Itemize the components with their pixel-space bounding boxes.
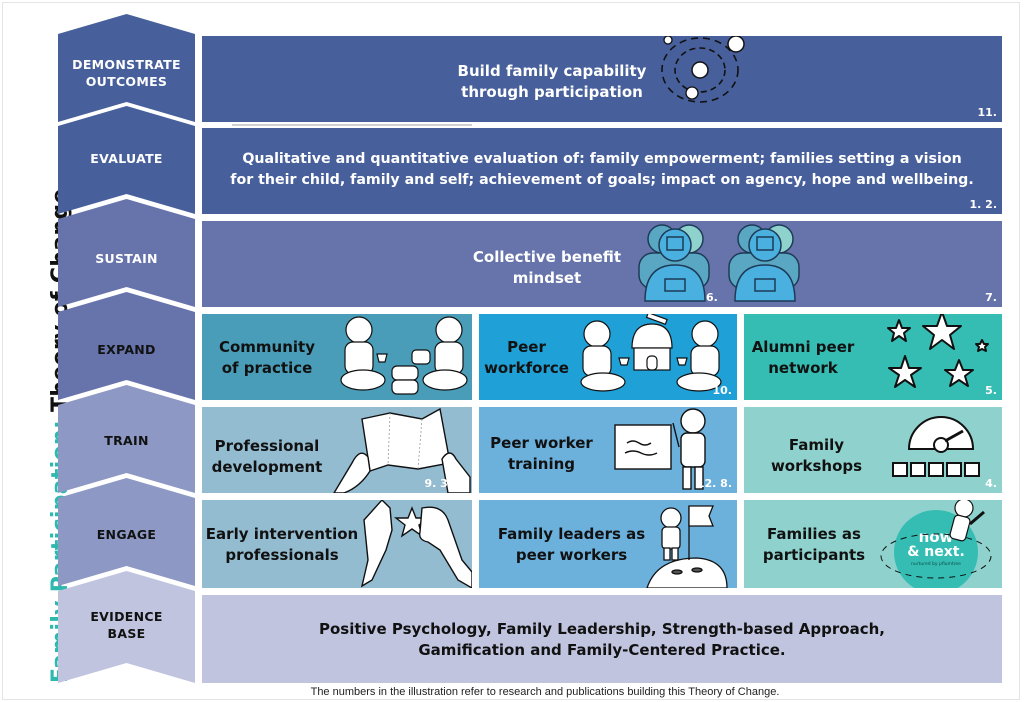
panel-text: training xyxy=(507,455,576,473)
stage-train: TRAIN xyxy=(58,385,195,493)
reference-number: 4. xyxy=(985,477,997,490)
panel-peer-worker-training: Peer worker training 12. 8. xyxy=(479,407,737,493)
stage-label: DEMONSTRATE xyxy=(72,57,181,72)
panel-families-as-participants: Families as participants now & next. nur… xyxy=(744,500,1002,588)
astronaut-whiteboard-icon xyxy=(614,408,706,490)
logo-tagline: nurtured by pflumtree xyxy=(911,562,961,567)
panel-early-intervention-professionals: Early intervention professionals xyxy=(202,500,472,588)
reference-number: 9. 3. xyxy=(424,477,453,490)
panel-family-leaders-as-peer-workers: Family leaders as peer workers xyxy=(479,500,737,588)
astronaut-flag-icon xyxy=(646,505,728,588)
logo-text: & next. xyxy=(907,544,965,560)
footnote: The numbers in the illustration refer to… xyxy=(310,686,780,698)
astronaut-group-icon xyxy=(638,224,800,302)
panel-alumni-peer-network: Alumni peer network 5. xyxy=(744,314,1002,400)
stage-demonstrate-outcomes: DEMONSTRATE OUTCOMES xyxy=(58,14,195,122)
reference-number: 12. 8. xyxy=(696,477,732,490)
panel-text: for their child, family and self; achiev… xyxy=(230,172,974,188)
panel-peer-workforce: Peer workforce 10. xyxy=(479,314,737,400)
stage-sustain: SUSTAIN xyxy=(58,199,195,307)
logo-text: now xyxy=(918,528,954,546)
astronaut-floating-icon xyxy=(880,500,992,579)
stage-expand: EXPAND xyxy=(58,292,195,400)
astronauts-sharing-icon xyxy=(340,316,468,395)
reference-number: 7. xyxy=(985,291,997,304)
panel-text: Peer worker xyxy=(490,434,593,452)
panel-text: workforce xyxy=(484,359,569,377)
panel-text: Early intervention xyxy=(205,525,359,543)
panel-community-of-practice: Community of practice xyxy=(202,314,472,400)
stage-label: EVIDENCE xyxy=(90,609,163,624)
panel-text: mindset xyxy=(512,269,582,287)
panel-text: Gamification and Family-Centered Practic… xyxy=(418,641,786,659)
gauge-icon xyxy=(892,416,980,477)
solar-system-icon xyxy=(661,36,745,103)
panel-demonstrate-outcomes: Build family capability through particip… xyxy=(202,36,1002,122)
panel-text: peer workers xyxy=(515,546,628,564)
stage-label: BASE xyxy=(107,626,146,641)
stage-label: TRAIN xyxy=(104,433,149,448)
stage-evidence-base: EVIDENCE BASE xyxy=(58,571,195,683)
panel-text: through participation xyxy=(461,83,643,101)
reference-number: 5. xyxy=(985,384,997,397)
stage-label: ENGAGE xyxy=(96,527,157,542)
stage-engage: ENGAGE xyxy=(58,478,195,586)
panel-evaluate: Qualitative and quantitative evaluation … xyxy=(202,128,1002,214)
panel-text: development xyxy=(211,458,323,476)
panel-text: Community xyxy=(218,338,316,356)
divider-line xyxy=(232,124,472,126)
reference-number: 11. xyxy=(977,106,998,119)
panel-text: Build family capability xyxy=(457,62,647,80)
panel-text: Alumni peer xyxy=(751,338,855,356)
reference-number: 1. 2. xyxy=(969,198,998,211)
stage-label: OUTCOMES xyxy=(85,74,168,89)
stars-icon xyxy=(887,314,989,388)
reference-number: 10. xyxy=(712,384,733,397)
panel-professional-development: Professional development 9. 3. xyxy=(202,407,472,493)
panel-text: Peer xyxy=(507,338,546,356)
panel-text: Positive Psychology, Family Leadership, … xyxy=(319,620,885,638)
panel-text: workshops xyxy=(770,457,863,475)
panel-sustain: Collective benefit mindset 6. 7. xyxy=(202,221,1002,307)
panel-text: Family leaders as xyxy=(497,525,646,543)
stage-label: SUSTAIN xyxy=(95,251,158,266)
panel-evidence-base: Positive Psychology, Family Leadership, … xyxy=(202,595,1002,683)
hands-star-icon xyxy=(360,500,472,588)
panel-text: network xyxy=(768,359,838,377)
panel-text: Professional xyxy=(214,437,320,455)
panel-family-workshops: Family workshops 4. xyxy=(744,407,1002,493)
panel-text: Families as xyxy=(767,525,861,543)
astronauts-observatory-icon xyxy=(580,314,722,392)
map-hands-icon xyxy=(333,407,471,493)
panel-text: Qualitative and quantitative evaluation … xyxy=(242,151,962,167)
stage-label: EXPAND xyxy=(97,342,156,357)
reference-number: 6. xyxy=(706,291,718,304)
stage-evaluate: EVALUATE xyxy=(58,106,195,214)
stage-label: EVALUATE xyxy=(90,151,163,166)
panel-text: participants xyxy=(762,546,866,564)
panel-text: of practice xyxy=(221,359,313,377)
panel-text: Collective benefit xyxy=(472,248,622,266)
panel-text: professionals xyxy=(225,546,339,564)
panel-text: Family xyxy=(788,436,845,454)
